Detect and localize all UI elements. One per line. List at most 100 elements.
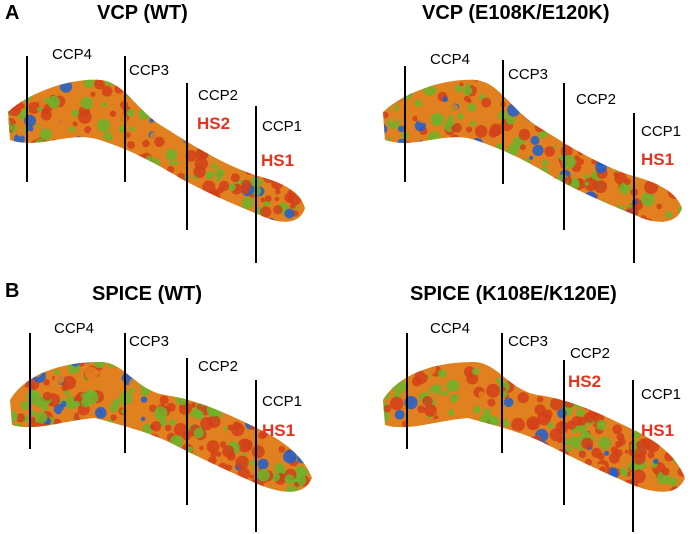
- surface-patch: [8, 118, 11, 130]
- surface-patch: [614, 362, 620, 367]
- surface-patch: [615, 440, 623, 448]
- surface-patch: [26, 195, 34, 204]
- surface-patch: [40, 182, 51, 193]
- surface-patch: [594, 79, 606, 90]
- surface-patch: [103, 442, 109, 447]
- hs1-label: HS1: [262, 421, 296, 440]
- surface-patch: [474, 200, 482, 208]
- surface-patch: [383, 485, 389, 492]
- surface-patch: [27, 125, 34, 132]
- surface-patch: [389, 396, 404, 411]
- surface-patch: [63, 473, 76, 486]
- surface-patch: [528, 85, 535, 93]
- surface-patch: [455, 419, 465, 429]
- surface-patch: [27, 390, 42, 405]
- surface-patch: [109, 451, 114, 456]
- surface-patch: [469, 137, 476, 143]
- surface-patch: [304, 485, 311, 492]
- surface-patch: [146, 155, 152, 161]
- domain-divider: [406, 333, 408, 449]
- surface-patch: [493, 408, 503, 418]
- surface-patch: [469, 223, 477, 231]
- surface-patch: [71, 109, 80, 118]
- surface-patch: [165, 214, 177, 222]
- surface-patch: [395, 224, 405, 234]
- surface-patch: [472, 368, 480, 376]
- surface-patch: [10, 477, 17, 485]
- surface-patch: [503, 82, 515, 94]
- surface-patch: [101, 85, 113, 97]
- surface-patch: [452, 206, 457, 212]
- structure-title: VCP (E108K/E120K): [422, 2, 610, 24]
- surface-patch: [188, 95, 193, 100]
- surface-patch: [449, 134, 460, 145]
- surface-patch: [451, 199, 462, 211]
- surface-patch: [512, 436, 525, 449]
- surface-patch: [508, 373, 516, 380]
- surface-patch: [520, 467, 528, 475]
- surface-patch: [509, 199, 522, 213]
- surface-patch: [388, 110, 401, 122]
- surface-patch: [506, 413, 514, 421]
- surface-patch: [636, 90, 649, 104]
- surface-patch: [663, 178, 670, 185]
- surface-patch: [524, 212, 530, 219]
- surface-patch: [80, 217, 87, 222]
- ccp1-label: CCP1: [262, 118, 303, 135]
- surface-patch: [237, 368, 245, 376]
- surface-patch: [598, 212, 610, 222]
- surface-patch: [431, 384, 442, 394]
- surface-patch: [506, 429, 513, 437]
- surface-patch: [383, 97, 391, 105]
- surface-patch: [504, 479, 513, 489]
- surface-patch: [186, 446, 193, 453]
- surface-patch: [214, 168, 225, 179]
- surface-patch: [216, 386, 226, 396]
- surface-patch: [521, 87, 529, 94]
- surface-patch: [436, 460, 443, 467]
- surface-patch: [414, 448, 423, 458]
- surface-patch: [410, 196, 420, 207]
- surface-patch: [278, 446, 286, 453]
- surface-patch: [440, 182, 454, 196]
- surface-patch: [615, 112, 626, 123]
- surface-patch: [634, 84, 649, 98]
- surface-patch: [97, 376, 111, 390]
- surface-patch: [126, 155, 134, 163]
- surface-patch: [470, 484, 483, 492]
- surface-patch: [274, 196, 280, 202]
- surface-patch: [110, 483, 117, 491]
- surface-patch: [525, 146, 532, 153]
- surface-patch: [392, 204, 404, 217]
- surface-patch: [267, 440, 272, 446]
- surface-patch: [193, 461, 199, 467]
- surface-patch: [222, 445, 235, 458]
- surface-patch: [584, 216, 598, 222]
- surface-patch: [650, 411, 660, 420]
- surface-patch: [91, 352, 98, 359]
- surface-patch: [204, 218, 212, 222]
- surface-patch: [116, 198, 121, 203]
- surface-patch: [276, 79, 284, 84]
- surface-patch: [44, 447, 57, 460]
- surface-patch: [536, 396, 544, 403]
- surface-patch: [383, 168, 396, 181]
- surface-patch: [482, 432, 491, 441]
- surface-patch: [192, 453, 198, 459]
- surface-patch: [617, 400, 624, 407]
- surface-patch: [403, 185, 417, 198]
- surface-patch: [571, 477, 576, 482]
- surface-patch: [30, 365, 38, 374]
- surface-patch: [512, 196, 520, 204]
- surface-patch: [507, 83, 519, 94]
- surface-patch: [508, 170, 519, 181]
- surface-patch: [183, 381, 196, 394]
- surface-patch: [158, 107, 164, 113]
- surface-patch: [678, 168, 682, 174]
- surface-patch: [481, 439, 487, 445]
- surface-patch: [147, 207, 158, 217]
- surface-patch: [244, 165, 254, 175]
- structure-title: SPICE (K108E/K120E): [410, 283, 617, 305]
- surface-patch: [436, 354, 443, 361]
- surface-patch: [73, 151, 83, 161]
